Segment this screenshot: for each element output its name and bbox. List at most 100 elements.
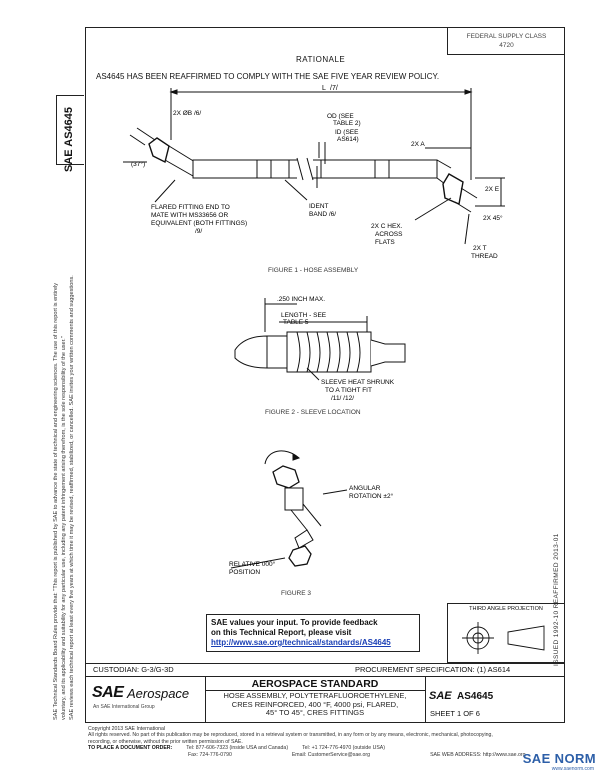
angular-note-2: ROTATION ±2° <box>349 492 394 500</box>
rationale-title: RATIONALE <box>296 55 346 64</box>
lower-hex-nut <box>288 545 312 567</box>
id-label: ID (SEE <box>335 129 359 136</box>
sleeve-note-1: SLEEVE HEAT SHRUNK <box>321 379 395 386</box>
rationale-text: AS4645 HAS BEEN REAFFIRMED TO COMPLY WIT… <box>96 72 440 81</box>
sleeve-note-3: /11/ /12/ <box>331 395 354 402</box>
fitting-elbow <box>290 503 322 531</box>
projection-label: THIRD ANGLE PROJECTION <box>469 606 543 612</box>
figure-2-caption: FIGURE 2 - SLEEVE LOCATION <box>265 409 361 416</box>
title-block-divider <box>205 690 425 691</box>
sae-small-logo: SAE <box>429 690 452 702</box>
flared-note-1: FLARED FITTING END TO <box>151 204 230 211</box>
document-number: AS4645 <box>457 691 494 702</box>
sleeve-braid <box>296 331 361 373</box>
flared-note-4: /9/ <box>195 228 202 235</box>
od-label-2: TABLE 2) <box>333 120 361 127</box>
rights-notice-2: recording, or otherwise, without the pri… <box>88 738 243 745</box>
dim-max: .250 INCH MAX. <box>277 296 325 303</box>
feedback-box: SAE values your input. To provide feedba… <box>206 614 420 652</box>
procurement-spec: PROCUREMENT SPECIFICATION: (1) AS614 <box>355 665 511 674</box>
phone-1: Tel: 877-606-7323 (inside USA and Canada… <box>186 745 289 752</box>
fitting-end <box>370 339 406 367</box>
aerospace-logo-text: Aerospace <box>127 686 190 701</box>
break-line <box>306 157 314 181</box>
title-block-divider <box>85 676 565 677</box>
side-note-3: SAE reviews each technical report at lea… <box>69 275 75 720</box>
flared-note-2: MATE WITH MS33656 OR <box>151 212 228 219</box>
length-note-2: TABLE 5 <box>283 319 309 326</box>
order-label: TO PLACE A DOCUMENT ORDER: <box>88 745 173 752</box>
title-block-divider <box>425 676 426 723</box>
break-line <box>296 157 304 181</box>
figure-1-caption: FIGURE 1 - HOSE ASSEMBLY <box>268 267 359 274</box>
dim-2x-a: 2X A <box>411 141 425 148</box>
dim-2x-e: 2X E <box>485 186 500 193</box>
side-note-1: SAE Technical Standards Board Rules prov… <box>53 282 59 720</box>
side-id-box <box>56 95 84 165</box>
order-info: TO PLACE A DOCUMENT ORDER: Tel: 877-606-… <box>88 745 528 751</box>
sae-logo: SAE <box>92 684 124 701</box>
feedback-link[interactable]: http://www.sae.org/technical/standards/A… <box>211 638 391 647</box>
feedback-line-2: on this Technical Report, please visit <box>211 628 352 637</box>
title-block-divider <box>205 676 206 723</box>
third-angle-projection-box: THIRD ANGLE PROJECTION <box>447 603 565 663</box>
figure-1-hose-assembly: L /7/ 2X ØB /6/ (37°) OD (SEE TABLE 2) I… <box>123 85 505 274</box>
dim-2x-45: 2X 45° <box>483 214 503 222</box>
ident-band-2: BAND /6/ <box>309 211 336 218</box>
right-fitting-outline <box>454 187 478 213</box>
logo-subtitle: An SAE International Group <box>93 704 155 710</box>
right-hex-nut <box>442 173 464 205</box>
upper-fitting-body <box>284 487 304 511</box>
fax: Fax: 724-776-0790 <box>188 751 232 758</box>
contact-info: Fax: 724-776-0790 Email: CustomerService… <box>88 752 528 758</box>
thread-note-1: 2X T <box>473 245 487 252</box>
flared-note-3: EQUIVALENT (BOTH FITTINGS) <box>151 220 247 227</box>
sleeve-note-2: TO A TIGHT FIT <box>325 387 372 394</box>
hex-note-2: ACROSS <box>375 231 403 238</box>
email[interactable]: Email: CustomerService@sae.org <box>291 751 371 758</box>
angle-37: (37°) <box>131 160 145 168</box>
phone-2: Tel: +1 724-776-4970 (outside USA) <box>302 745 385 752</box>
left-elbow-tube <box>164 145 196 177</box>
watermark-url: www.saenorm.com <box>551 766 594 772</box>
feedback-line-1: SAE values your input. To provide feedba… <box>211 618 378 627</box>
rights-notice: All rights reserved. No part of this pub… <box>88 732 493 739</box>
drawing-frame <box>85 27 565 723</box>
hose-section <box>266 335 288 369</box>
description-line-1: HOSE ASSEMBLY, POLYTETRAFLUOROETHYLENE, <box>223 691 407 700</box>
description-line-3: 45° TO 45°, CRES FITTINGS <box>265 708 365 718</box>
projection-symbol <box>462 622 545 654</box>
upper-hex-nut <box>272 465 300 489</box>
hex-note-1: 2X C HEX. <box>371 223 403 230</box>
thread-note-2: THREAD <box>471 253 498 260</box>
dim-2x-b: 2X ØB /6/ <box>173 110 201 117</box>
right-sleeve <box>374 159 390 179</box>
web-address[interactable]: SAE WEB ADDRESS: http://www.sae.org <box>430 751 526 758</box>
side-note-2: voluntary, and its applicability and sui… <box>61 336 67 720</box>
footer: Copyright 2013 SAE International All rig… <box>88 726 528 758</box>
fsc-label: FEDERAL SUPPLY CLASS <box>466 33 547 40</box>
fsc-value: 4720 <box>499 42 514 49</box>
sheet-number: SHEET 1 OF 6 <box>430 709 480 718</box>
watermark: SAE NORM <box>522 751 596 766</box>
title-block-row-1 <box>85 663 565 676</box>
left-sleeve <box>256 159 272 179</box>
hose-cut-end <box>234 335 268 369</box>
arrow-head <box>169 89 178 95</box>
arrow-head <box>292 453 301 461</box>
od-label: OD (SEE <box>327 113 354 120</box>
side-document-id: SAE AS4645 <box>63 106 75 172</box>
projection-cone <box>507 625 545 651</box>
copyright: Copyright 2013 SAE International <box>88 726 165 732</box>
description-line-2: CRES REINFORCED, 400 °F, 4000 psi, FLARE… <box>231 699 399 709</box>
ident-band-1: IDENT <box>309 203 329 210</box>
figure-3-angular-rotation: ANGULAR ROTATION ±2° RELATIVE 000° POSIT… <box>229 450 394 597</box>
standard-title: AEROSPACE STANDARD <box>251 678 379 690</box>
id-label-2: AS614) <box>337 136 359 143</box>
angular-note-1: ANGULAR <box>349 485 381 492</box>
hex-note-3: FLATS <box>375 239 395 246</box>
custodian: CUSTODIAN: G-3/G-3D <box>93 665 174 674</box>
arrow-head <box>464 89 473 95</box>
dim-l-ref: /7/ <box>330 85 338 92</box>
fitting-collar <box>294 529 314 549</box>
